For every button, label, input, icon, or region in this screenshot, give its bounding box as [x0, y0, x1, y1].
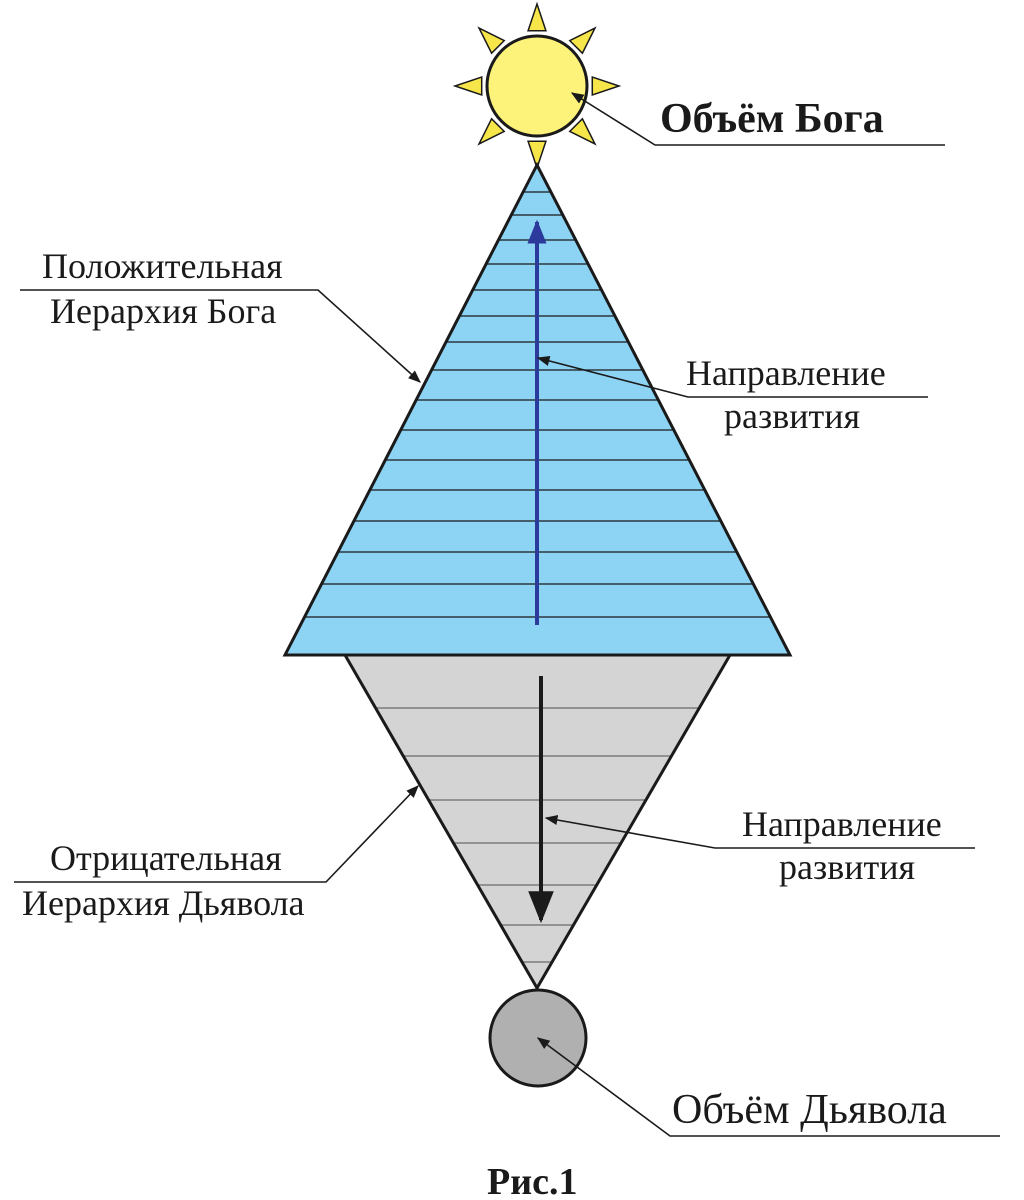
- negative-hierarchy-label-line2: Иерархия Дьявола: [22, 883, 305, 923]
- sun-ray: [477, 117, 506, 146]
- direction-up-label-line2: развития: [724, 396, 860, 436]
- positive-hierarchy-triangle: [282, 161, 793, 657]
- devil-volume-leader: [536, 1037, 1000, 1137]
- positive-hierarchy-label-line2: Иерархия Бога: [50, 291, 276, 331]
- sun-ray: [527, 1, 547, 32]
- sun-rays: [452, 1, 622, 171]
- sun-ray: [591, 76, 622, 96]
- direction-up-leader: [536, 355, 928, 398]
- negative-hierarchy-leader: [14, 785, 419, 883]
- sun-ray: [568, 26, 597, 55]
- sun-ray: [477, 26, 506, 55]
- leader-lines: [14, 92, 1000, 1137]
- devil-volume-label: Объём Дьявола: [672, 1087, 947, 1133]
- god-volume-leader: [570, 92, 945, 146]
- negative-hierarchy-label-line1: Отрицательная: [50, 838, 282, 878]
- direction-down-leader: [544, 814, 975, 849]
- direction-down-label-line2: развития: [779, 847, 915, 887]
- figure-caption: Рис.1: [487, 1161, 577, 1200]
- sun-ray: [527, 140, 547, 171]
- sun-ray: [452, 76, 483, 96]
- positive-hierarchy-label-line1: Положительная: [42, 246, 283, 286]
- direction-down-label-line1: Направление: [742, 804, 942, 844]
- sun-icon: [452, 1, 622, 171]
- direction-up-label-line1: Направление: [686, 353, 886, 393]
- positive-hierarchy-leader: [20, 289, 421, 383]
- sun-ray: [568, 117, 597, 146]
- sun-disc: [485, 34, 589, 138]
- god-volume-label: Объём Бога: [660, 96, 884, 142]
